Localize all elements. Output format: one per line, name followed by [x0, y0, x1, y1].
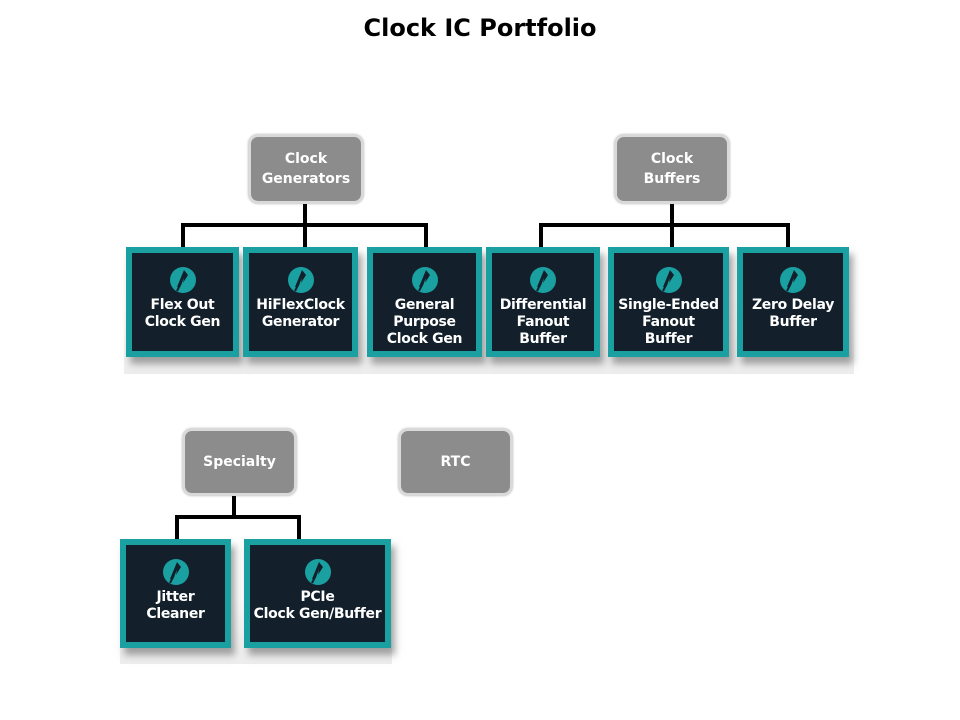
connector-line: [232, 496, 236, 518]
category-clock-generators[interactable]: Clock Generators: [248, 134, 364, 204]
product-label: Jitter Cleaner: [146, 589, 205, 622]
brand-logo-icon: [530, 267, 556, 293]
category-label: RTC: [440, 454, 471, 470]
product-label: Flex Out Clock Gen: [144, 297, 221, 330]
connector-line: [539, 223, 790, 227]
product-flex-out-clock-gen[interactable]: Flex Out Clock Gen: [126, 247, 239, 357]
connector-line: [297, 515, 301, 540]
brand-logo-icon: [780, 267, 806, 293]
product-zero-delay-buffer[interactable]: Zero Delay Buffer: [737, 247, 849, 357]
brand-logo-icon: [169, 267, 196, 293]
category-specialty[interactable]: Specialty: [182, 428, 297, 496]
product-hiflexclock-generator[interactable]: HiFlexClock Generator: [243, 247, 358, 357]
category-clock-buffers[interactable]: Clock Buffers: [614, 134, 730, 204]
brand-logo-icon: [411, 267, 438, 293]
product-label: HiFlexClock Generator: [256, 297, 345, 330]
product-jitter-cleaner[interactable]: Jitter Cleaner: [120, 539, 231, 648]
connector-line: [303, 223, 307, 248]
connector-line: [175, 515, 301, 519]
category-rtc[interactable]: RTC: [398, 428, 513, 496]
product-pcie-clock-gen-buffer[interactable]: PCIe Clock Gen/Buffer: [244, 539, 391, 648]
product-label: PCIe Clock Gen/Buffer: [253, 589, 382, 622]
category-label: Clock Buffers: [643, 151, 701, 187]
brand-logo-icon: [162, 559, 189, 585]
connector-line: [670, 223, 674, 248]
product-label: General Purpose Clock Gen: [386, 297, 463, 347]
connector-line: [303, 204, 307, 226]
connector-line: [670, 204, 674, 226]
connector-line: [539, 223, 543, 248]
product-label: Differential Fanout Buffer: [499, 297, 587, 347]
connector-line: [424, 223, 428, 248]
product-general-purpose-clock-gen[interactable]: General Purpose Clock Gen: [367, 247, 482, 357]
page-title: Clock IC Portfolio: [363, 14, 597, 42]
brand-logo-icon: [655, 267, 682, 293]
brand-logo-icon: [304, 559, 331, 585]
product-label: Single-Ended Fanout Buffer: [618, 297, 719, 347]
category-label: Specialty: [203, 454, 276, 470]
brand-logo-icon: [287, 267, 314, 293]
product-single-ended-fanout-buffer[interactable]: Single-Ended Fanout Buffer: [608, 247, 729, 357]
connector-line: [786, 223, 790, 248]
connector-line: [181, 223, 185, 248]
connector-line: [175, 515, 179, 540]
product-label: Zero Delay Buffer: [751, 297, 835, 330]
product-differential-fanout-buffer[interactable]: Differential Fanout Buffer: [486, 247, 600, 357]
category-label: Clock Generators: [261, 151, 351, 187]
